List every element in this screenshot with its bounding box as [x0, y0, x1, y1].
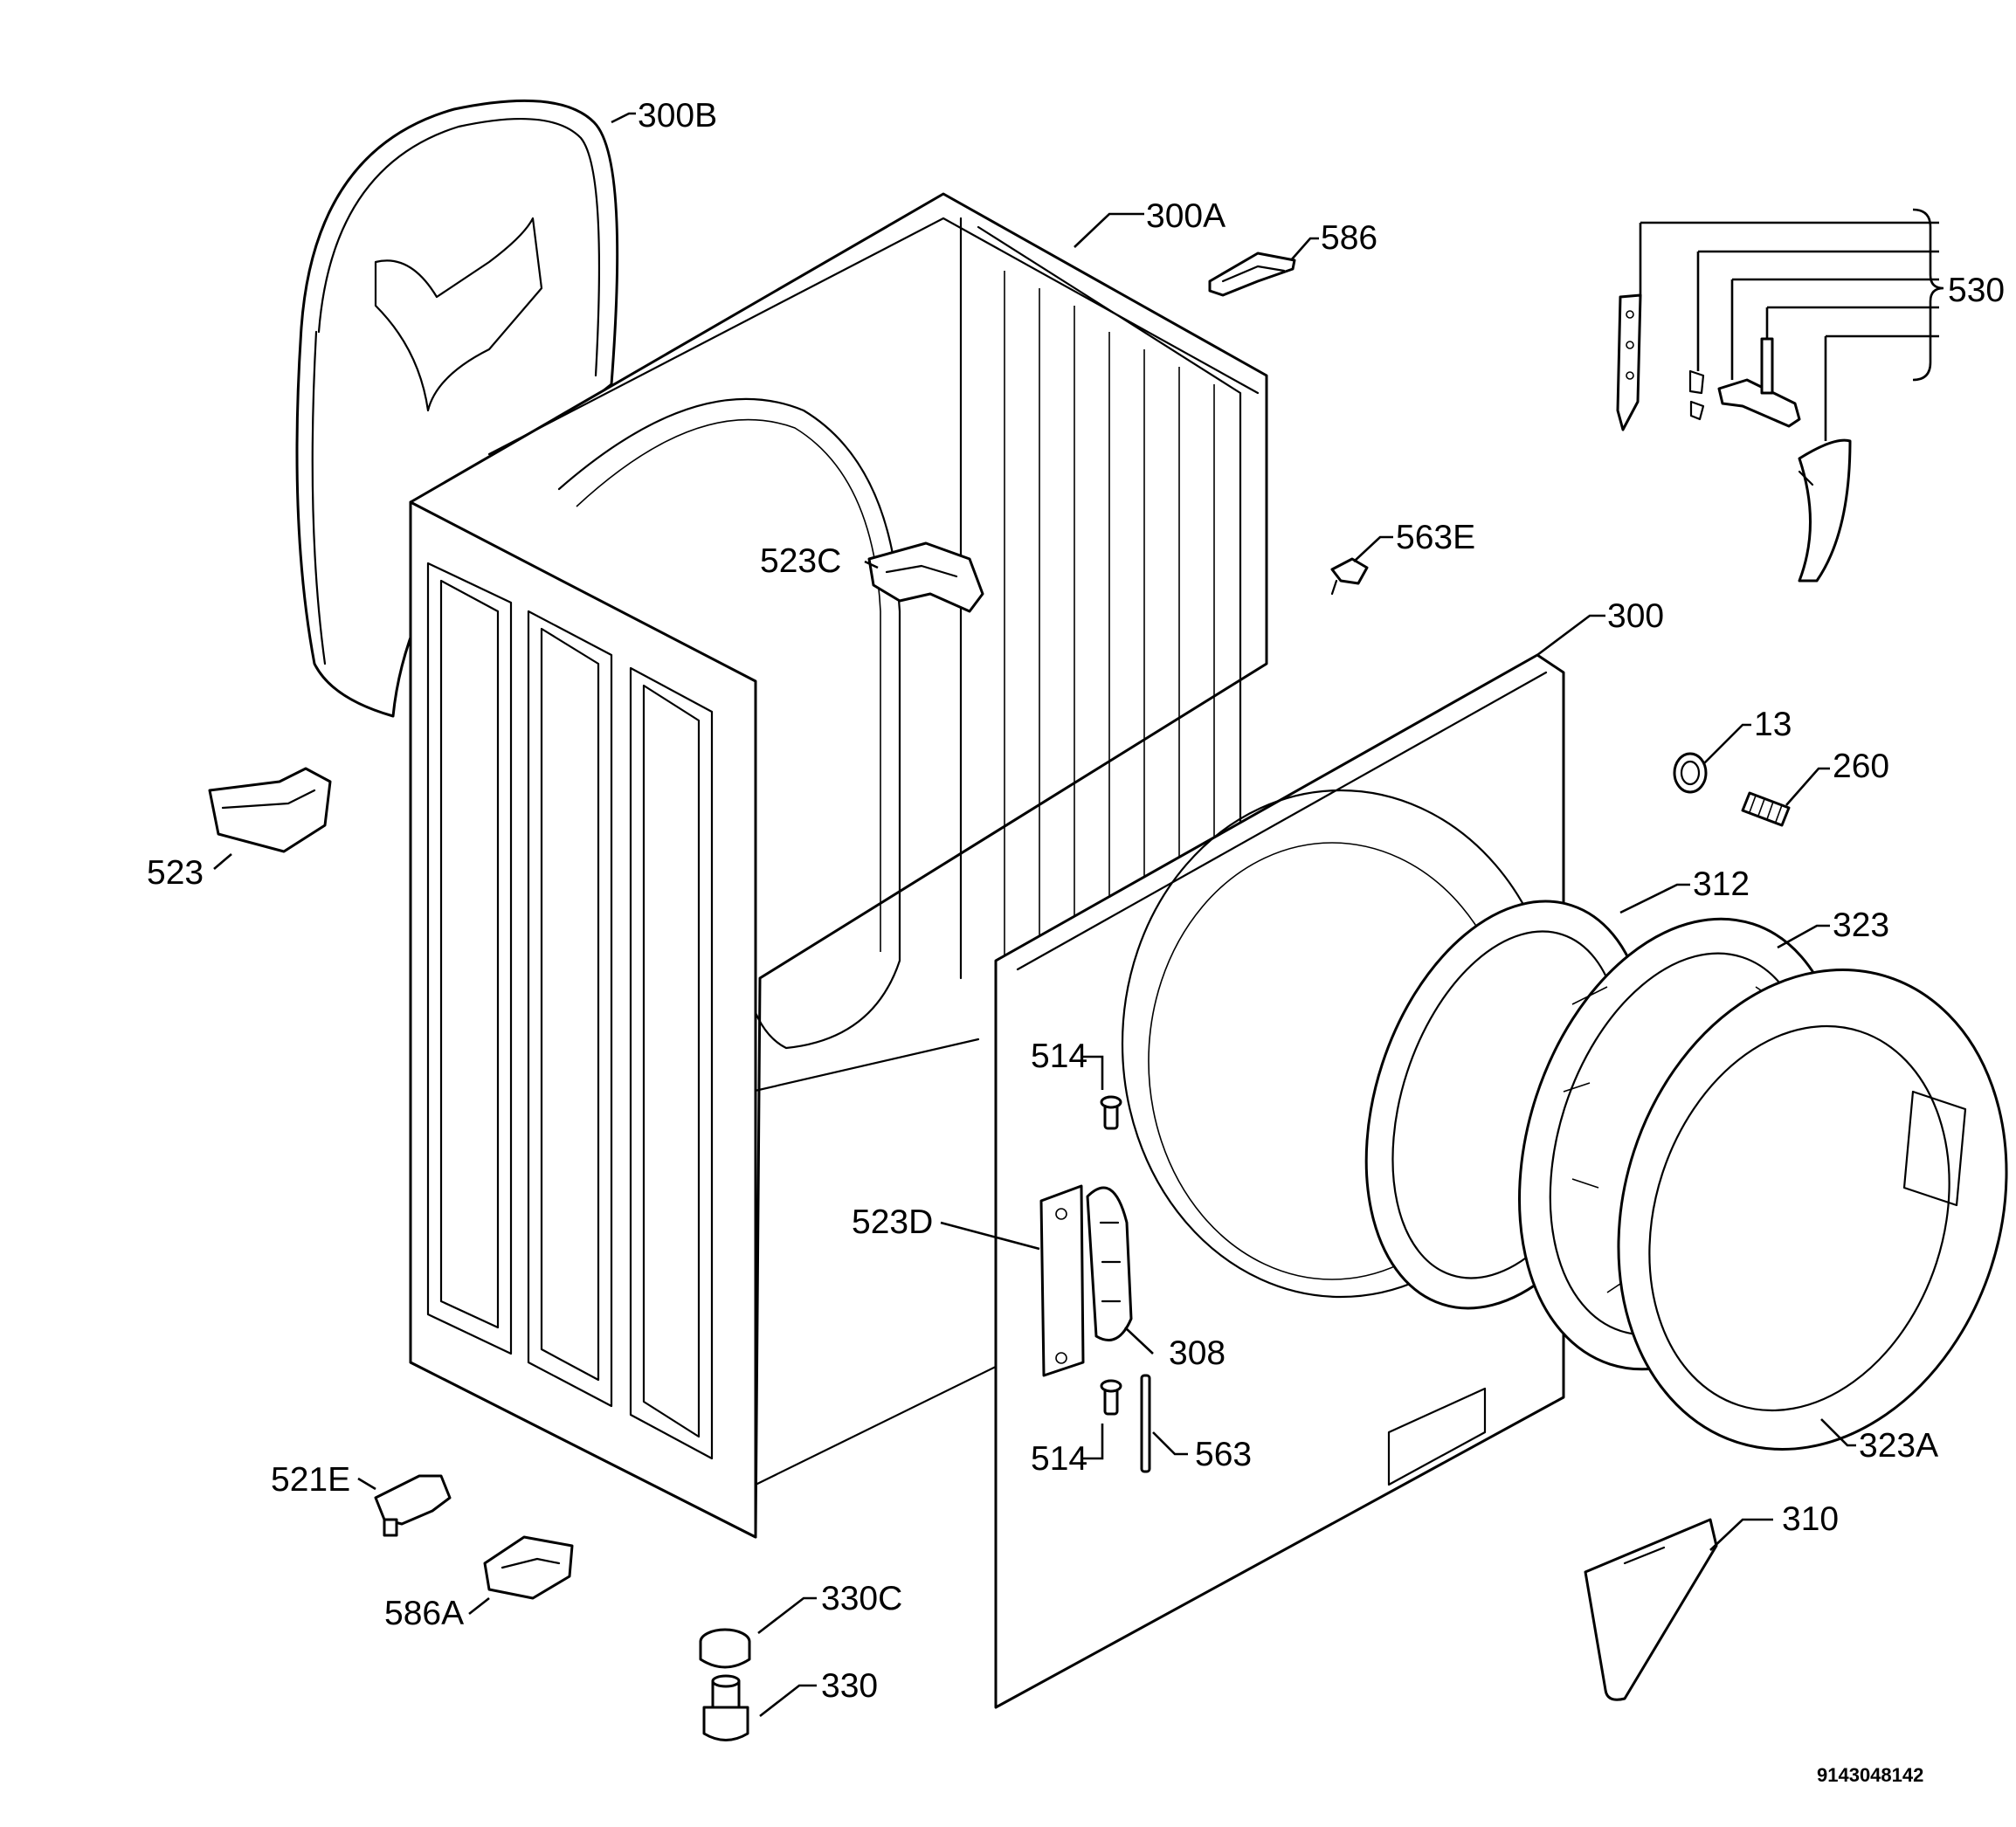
label-586A: 586A: [384, 1595, 464, 1632]
part-260-spring: [1741, 791, 1791, 827]
part-13-bushing: [1673, 752, 1708, 794]
part-521E-switch: [374, 1474, 452, 1537]
label-530: 530: [1948, 272, 2005, 309]
part-300B-rear-panel: [295, 99, 619, 718]
part-330-foot: [702, 1674, 749, 1741]
label-514-lower: 514: [1031, 1440, 1087, 1478]
label-330C: 330C: [821, 1580, 902, 1617]
part-586A-bracket: [483, 1535, 574, 1600]
part-330C-foot-nut: [699, 1628, 751, 1669]
label-260: 260: [1833, 748, 1889, 785]
label-308: 308: [1169, 1334, 1225, 1372]
part-514-screw-lower: [1100, 1379, 1122, 1416]
part-523D-hinge-plate: [1039, 1184, 1085, 1377]
label-514-upper: 514: [1031, 1038, 1087, 1075]
label-563: 563: [1195, 1436, 1252, 1473]
label-521E: 521E: [271, 1461, 350, 1499]
label-312: 312: [1693, 865, 1750, 903]
label-523D: 523D: [852, 1203, 933, 1241]
part-308-hinge: [1086, 1186, 1133, 1341]
label-586: 586: [1321, 219, 1377, 257]
label-13: 13: [1754, 706, 1792, 743]
part-523C-clip: [867, 541, 984, 613]
label-330: 330: [821, 1667, 878, 1705]
label-323A: 323A: [1859, 1427, 1938, 1465]
leader-lines: [213, 112, 1944, 1718]
part-300A-cabinet: [409, 192, 1268, 1539]
callout-labels: 300B 300A 586 530 563E 523C 300 13 260 5…: [147, 97, 2005, 1786]
part-586-bracket: [1208, 252, 1296, 297]
part-563E-pin: [1330, 557, 1369, 596]
part-563-rod: [1140, 1374, 1151, 1473]
label-523C: 523C: [760, 542, 841, 580]
part-514-screw-upper: [1100, 1095, 1122, 1130]
label-300A: 300A: [1146, 197, 1225, 235]
label-523: 523: [147, 854, 204, 892]
label-300B: 300B: [638, 97, 717, 134]
document-number: 9143048142: [1817, 1764, 1923, 1786]
label-310: 310: [1782, 1500, 1839, 1538]
part-310-flap: [1584, 1518, 1718, 1701]
label-563E: 563E: [1396, 519, 1475, 556]
part-530-hinge-assembly: [1616, 293, 1852, 583]
label-323: 323: [1833, 907, 1889, 944]
label-300: 300: [1607, 597, 1664, 635]
part-323A-outer-door-ring: [1617, 969, 2008, 1451]
part-523-clip: [208, 767, 332, 853]
